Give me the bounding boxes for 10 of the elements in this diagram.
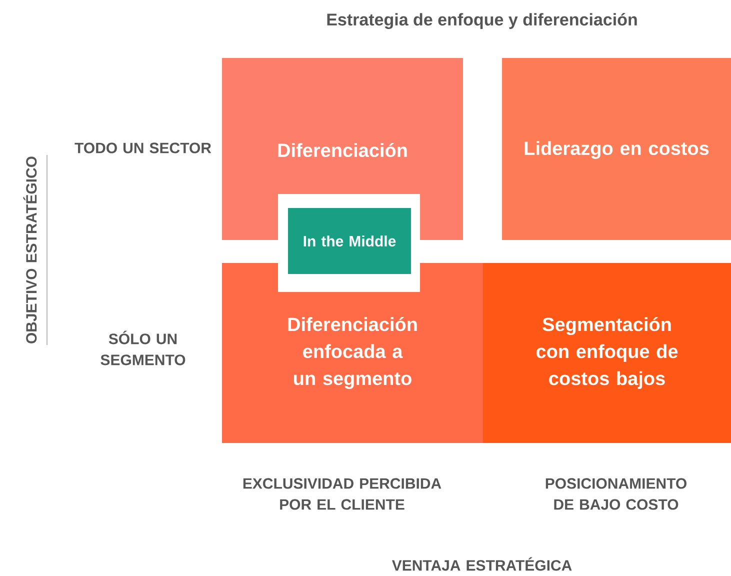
axis-label: VENTAJA ESTRATÉGICA — [392, 557, 572, 571]
axis-label: POSICIONAMIENTO DE BAJO COSTO — [546, 478, 686, 510]
quadrant-box: Diferenciación enfocada a un segmento — [222, 263, 483, 443]
axis-label: OBJETIVO ESTRATÉGICO — [23, 156, 37, 344]
axis-label: SÓLO UN SEGMENTO — [100, 330, 186, 366]
quadrant-box: Segmentación con enfoque de costos bajos — [483, 263, 731, 443]
quadrant-box: Liderazgo en costos — [502, 58, 731, 240]
axis-label: EXCLUSIVIDAD PERCIBIDA POR EL CLIENTE — [243, 478, 442, 510]
chart-title: Estrategia de enfoque y diferenciación — [327, 12, 637, 30]
highlight-box: In the Middle — [288, 208, 411, 274]
